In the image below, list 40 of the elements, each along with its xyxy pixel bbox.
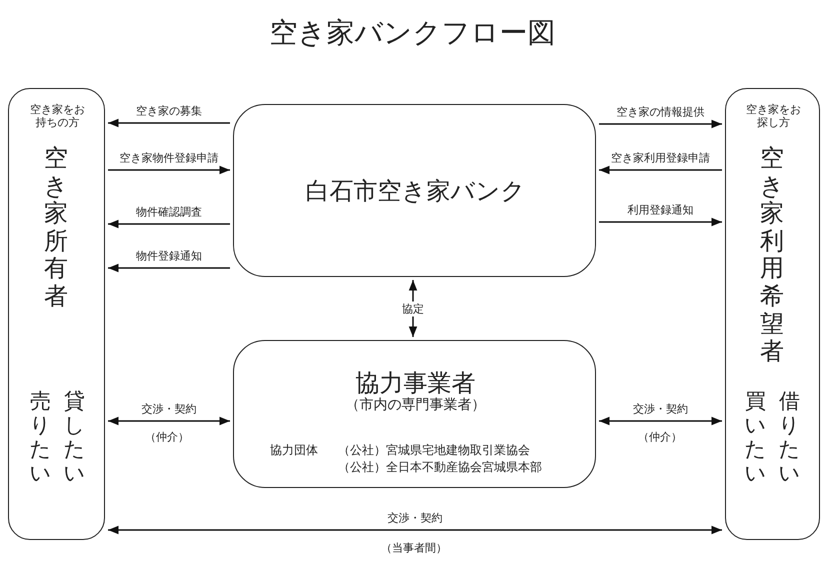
rounded-box xyxy=(725,88,820,540)
node-label: 空き家をお探し方 xyxy=(745,103,802,130)
member-label: （公社）宮城県宅地建物取引業協会 xyxy=(338,443,530,458)
edge-label: 物件登録通知 xyxy=(134,248,204,264)
bank-name: 白石市空き家バンク xyxy=(304,177,526,206)
edge-label: 交渉・契約 xyxy=(140,402,198,416)
edge-label: 空き家利用登録申請 xyxy=(609,150,712,166)
arrow xyxy=(599,120,722,128)
subheading: （市内の専門事業者） xyxy=(344,397,486,414)
arrow xyxy=(108,118,230,128)
arrow xyxy=(108,166,230,174)
edge-label: 物件確認調査 xyxy=(134,204,204,220)
rounded-box xyxy=(233,104,596,277)
wish-label: 貸したい xyxy=(63,389,86,486)
arrow xyxy=(108,264,230,272)
edge-label: 利用登録通知 xyxy=(626,202,696,218)
arrow xyxy=(599,166,722,174)
node-label: 空き家をお持ちの方 xyxy=(29,103,86,130)
edge-label: 交渉・契約 xyxy=(631,402,690,416)
rounded-box xyxy=(8,88,105,540)
title: 空き家バンクフロー図 xyxy=(268,15,556,51)
heading: 協力事業者 xyxy=(354,369,476,397)
edge-label: 空き家の募集 xyxy=(134,104,204,118)
wish-label: 売りたい xyxy=(29,389,52,486)
arrow xyxy=(108,416,230,426)
edge-label: 交渉・契約 xyxy=(386,510,444,526)
edge-label: 空き家物件登録申請 xyxy=(118,150,220,166)
arrow xyxy=(599,218,722,226)
wish-label: 借りたい xyxy=(778,389,801,486)
wish-label: 買いたい xyxy=(744,389,767,486)
arrow xyxy=(108,526,722,534)
rounded-box xyxy=(233,340,596,488)
arrow xyxy=(599,416,722,426)
member-label: （公社）全日本不動産協会宮城県本部 xyxy=(338,460,542,474)
edge-label: 空き家の情報提供 xyxy=(614,104,706,120)
role-label: 空き家所有者 xyxy=(43,145,69,311)
edge-label: 協定 xyxy=(400,301,426,316)
role-label: 空き家利用希望者 xyxy=(759,145,785,366)
group-label: 協力団体 xyxy=(270,443,318,458)
arrow xyxy=(108,220,230,228)
